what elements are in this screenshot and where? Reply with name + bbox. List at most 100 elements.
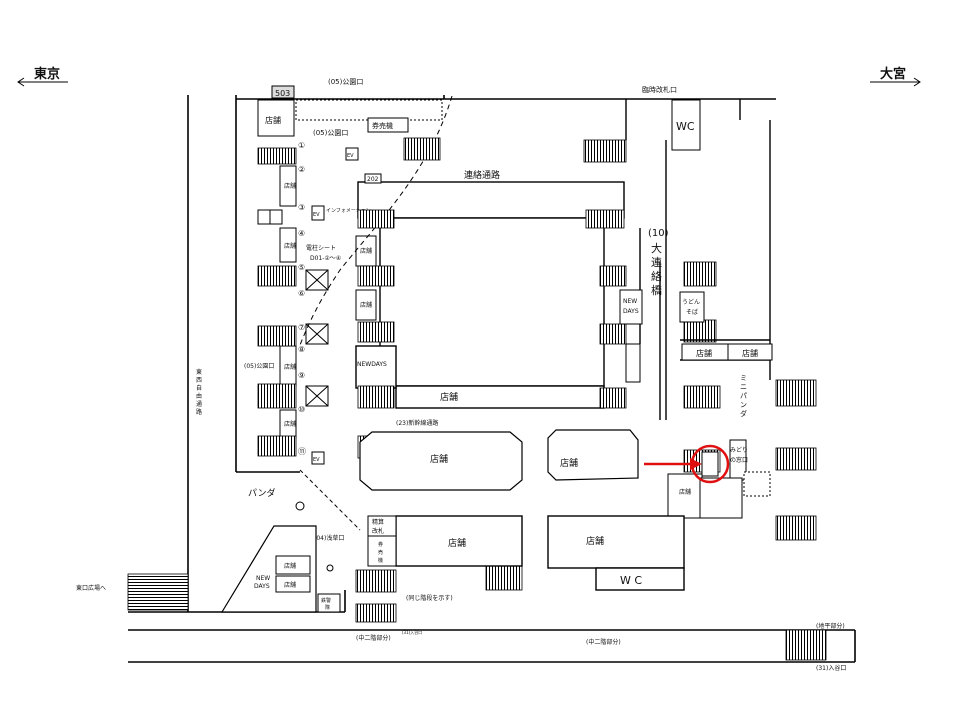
elevators	[311, 147, 359, 465]
central-block	[355, 217, 605, 409]
shop-right-oct	[547, 429, 639, 481]
udon-shop	[679, 291, 705, 323]
direction-left-label: 東京	[34, 66, 60, 82]
box-202-label: 202	[367, 176, 379, 183]
shop-tri-1	[275, 555, 311, 575]
pillar-icon	[326, 564, 334, 572]
stair-blocks	[127, 137, 827, 661]
pillar-label: ④	[298, 229, 305, 238]
pillar-label: ①	[298, 141, 305, 150]
east-west-passage-label: 東 西 自 由 通 路	[196, 368, 202, 416]
bridge-char: 大	[651, 241, 662, 255]
pillar-label: ⑥	[298, 289, 305, 298]
mini-panda-char: ミ	[740, 374, 747, 382]
gate-label: 改札	[372, 527, 384, 535]
ew-char: 由	[196, 392, 202, 400]
wc-box-lower	[595, 567, 685, 591]
ticket-machine-char: 機	[378, 557, 383, 564]
shop-label: 店舗	[284, 182, 296, 190]
big-bridge-label: 大 連 絡 橋	[651, 241, 662, 297]
pillar-label: ③	[298, 203, 305, 212]
panda-icon	[295, 501, 305, 511]
newdays-small	[619, 289, 643, 325]
exit-park-top: (05)公園口	[328, 78, 363, 86]
police-box	[317, 593, 341, 613]
shop-label: 店舗	[284, 242, 296, 250]
newdays-label: NEWDAYS	[357, 361, 387, 368]
pillar-numbers: ① ② ③ ④ ⑤ ⑥ ⑦ ⑧ ⑨ ⑩ ⑪	[298, 141, 306, 456]
box-503-label: 503	[275, 89, 290, 98]
exit-east-plaza: 東口広場へ	[76, 584, 106, 592]
newdays-line: DAYS	[254, 583, 270, 590]
mini-panda-char: ニ	[740, 383, 747, 391]
newdays-line: NEW	[256, 575, 270, 582]
pillar-label: ⑧	[298, 345, 305, 354]
newdays-line: DAYS	[623, 308, 639, 315]
info-label: インフォメーション	[326, 208, 371, 214]
shop-midori-side	[667, 473, 703, 519]
right-block	[699, 477, 743, 519]
exit-park-left: (05)公園口	[244, 363, 274, 370]
pillar-label: ②	[298, 165, 305, 174]
shop-label: 店舗	[679, 488, 691, 496]
ew-char: 西	[196, 377, 202, 384]
location-marker	[644, 444, 730, 484]
shop-right-2	[727, 343, 773, 361]
shop-lower-center	[395, 515, 523, 567]
shop-label: 店舗	[265, 115, 281, 125]
left-shops	[257, 165, 641, 439]
denchu-sheet-label: 電柱シート	[306, 244, 336, 252]
shop-tri-2	[275, 575, 311, 593]
shinkansen-passage-label: (23)新幹線通路	[396, 419, 438, 427]
mini-panda-char: ン	[740, 401, 747, 409]
direction-omiya: 大宮	[870, 66, 921, 87]
pillar-label: ⑩	[298, 405, 305, 414]
wc-lower-label: W C	[620, 574, 642, 587]
udon-label: うどん	[682, 298, 700, 306]
police-label: 隊	[325, 604, 330, 611]
highlight-circle-icon	[690, 444, 730, 484]
shop-label: 店舗	[284, 581, 296, 589]
mezzanine-label: (中二階部分)	[586, 638, 621, 646]
mini-panda-char: ダ	[740, 409, 747, 418]
newdays-line: NEW	[623, 298, 637, 305]
denchu-sheet-sub: D01-②〜④	[310, 255, 341, 262]
mini-panda-label: ミ ニ パ ン ダ	[740, 374, 747, 418]
shop-label: 店舗	[742, 348, 758, 358]
pillar-label: ⑦	[298, 323, 305, 332]
escalators	[305, 269, 329, 407]
bridge-char: 橋	[651, 283, 662, 297]
shop-label: 店舗	[360, 301, 372, 309]
fare-adjust-label: 精算	[372, 518, 384, 526]
connecting-passage: 連絡通路 202	[357, 169, 625, 219]
big-bridge-number: (10)	[648, 228, 669, 239]
ticket-machine-label: 券売機	[372, 121, 393, 130]
block-503: 503 店舗 券売機	[257, 85, 443, 137]
shop-label: 店舗	[696, 348, 712, 358]
shop-center-oct	[359, 431, 523, 491]
direction-right-label: 大宮	[880, 66, 906, 82]
pillar-label: ⑨	[298, 371, 305, 380]
exit-asakusa: (04)浅草口	[314, 534, 344, 542]
connecting-passage-label: 連絡通路	[464, 169, 500, 181]
shop-label: 店舗	[560, 457, 578, 469]
ev-label: EV	[347, 153, 354, 159]
midori-label: みどり	[730, 446, 748, 454]
shop-label: 店舗	[440, 391, 458, 403]
same-stairs-note: (同じ階段を示す)	[406, 594, 453, 602]
wc-box-top	[671, 99, 701, 151]
pillar-label: ⑪	[298, 447, 306, 456]
exit-temp-gate: 臨時改札口	[642, 85, 677, 94]
shop-label: 店舗	[430, 453, 448, 465]
ticket-machine-char: 売	[378, 549, 383, 556]
ew-char: 路	[196, 408, 202, 416]
pillar-label: ⑤	[298, 263, 305, 272]
direction-tokyo: 東京	[17, 66, 68, 87]
exit-iriya-small: (31)入谷口	[402, 629, 422, 635]
udon-label: そば	[686, 308, 698, 316]
wc-label: WC	[676, 120, 695, 133]
ev-label: EV	[313, 212, 320, 218]
ticket-machine-box	[367, 535, 397, 567]
panda-label: パンダ	[248, 487, 275, 499]
